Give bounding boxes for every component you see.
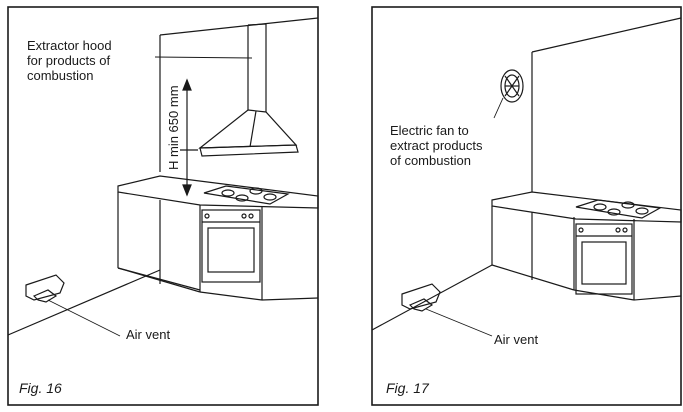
oven-drawing [575,223,633,295]
figure-17-caption: Fig. 17 [386,380,429,396]
oven-drawing [201,209,261,283]
figure-16-caption: Fig. 16 [19,380,62,396]
figure-16-panel: Extractor hood for products of combustio… [0,0,320,412]
hob-drawing [575,199,662,219]
extractor-hood-shape [198,23,299,157]
figure-17-drawing [371,6,682,406]
kitchen-units [117,175,319,301]
air-vent-label: Air vent [494,332,539,347]
figure-17-panel: Electric fan to extract products of comb… [362,0,683,412]
figure-17-border [371,6,682,406]
ceiling-line [159,17,319,36]
vent-leader-line [425,308,493,337]
floor-edge-line [371,264,493,331]
height-dimension-label: H min 650 mm [166,85,181,170]
ceiling-line [531,17,682,53]
floor-edge-line [7,269,161,336]
figure-16-drawing [7,6,319,406]
fan-label: Electric fan to extract products of comb… [390,123,483,168]
hood-label: Extractor hood for products of combustio… [27,38,112,83]
height-dimension-arrow [180,78,198,197]
air-vent-drawing [25,274,65,303]
hood-leader-line [154,56,253,59]
hob-drawing [203,185,290,205]
air-vent-label: Air vent [126,327,171,342]
floor-back-line [491,264,575,291]
air-vent-drawing [401,283,441,312]
fan-leader-line [493,97,504,119]
electric-fan-drawing [500,69,524,103]
kitchen-units [491,191,682,301]
vent-leader-line [47,299,121,337]
